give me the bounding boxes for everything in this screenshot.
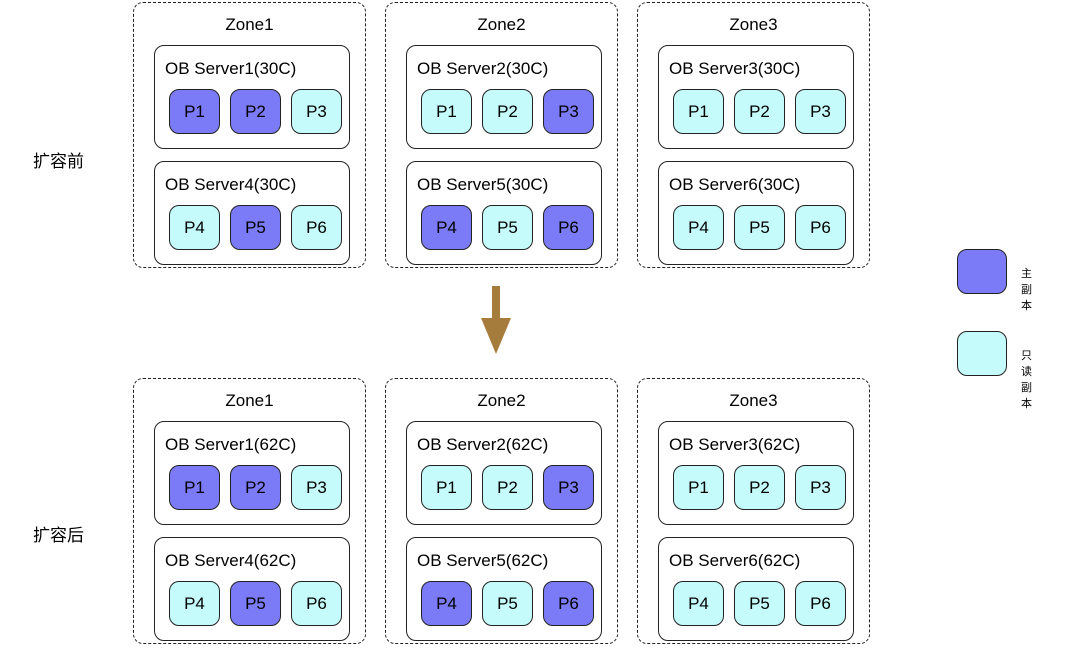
partition-follower-replica: P4 xyxy=(673,205,724,250)
partition-follower-replica: P2 xyxy=(734,465,785,510)
label-before-expansion: 扩容前 xyxy=(33,152,84,171)
server-name: OB Server1(30C) xyxy=(165,59,297,78)
partition-leader-replica: P3 xyxy=(543,89,594,134)
zone-title: Zone3 xyxy=(729,15,778,34)
server-name: OB Server4(62C) xyxy=(165,551,297,570)
server-name: OB Server5(62C) xyxy=(417,551,549,570)
partition-follower-replica: P1 xyxy=(673,89,724,134)
server-name: OB Server1(62C) xyxy=(165,435,297,454)
server-name: OB Server4(30C) xyxy=(165,175,297,194)
server-name: OB Server2(62C) xyxy=(417,435,549,454)
partition-leader-replica: P1 xyxy=(169,465,220,510)
server-name: OB Server6(30C) xyxy=(669,175,801,194)
zone-title: Zone2 xyxy=(477,15,526,34)
partition-follower-replica: P2 xyxy=(482,465,533,510)
partition-follower-replica: P5 xyxy=(734,205,785,250)
partition-follower-replica: P4 xyxy=(169,205,220,250)
partition-follower-replica: P2 xyxy=(734,89,785,134)
server-name: OB Server5(30C) xyxy=(417,175,549,194)
partition-follower-replica: P1 xyxy=(421,89,472,134)
partition-follower-replica: P5 xyxy=(734,581,785,626)
legend-label: 主副本 xyxy=(1021,268,1032,312)
server-name: OB Server3(62C) xyxy=(669,435,801,454)
legend-swatch-follower xyxy=(957,331,1007,376)
server-name: OB Server3(30C) xyxy=(669,59,801,78)
partition-follower-replica: P6 xyxy=(291,581,342,626)
server-name: OB Server2(30C) xyxy=(417,59,549,78)
legend-swatch-leader xyxy=(957,249,1007,294)
partition-follower-replica: P3 xyxy=(795,89,846,134)
partition-leader-replica: P2 xyxy=(230,89,281,134)
partition-follower-replica: P6 xyxy=(795,205,846,250)
partition-follower-replica: P3 xyxy=(291,89,342,134)
server-name: OB Server6(62C) xyxy=(669,551,801,570)
partition-leader-replica: P2 xyxy=(230,465,281,510)
zone-title: Zone3 xyxy=(729,391,778,410)
partition-follower-replica: P4 xyxy=(169,581,220,626)
partition-leader-replica: P4 xyxy=(421,205,472,250)
partition-leader-replica: P3 xyxy=(543,465,594,510)
zone-title: Zone1 xyxy=(225,391,274,410)
partition-leader-replica: P4 xyxy=(421,581,472,626)
zone-title: Zone1 xyxy=(225,15,274,34)
partition-leader-replica: P6 xyxy=(543,205,594,250)
partition-follower-replica: P5 xyxy=(482,581,533,626)
partition-follower-replica: P3 xyxy=(291,465,342,510)
partition-leader-replica: P5 xyxy=(230,581,281,626)
partition-leader-replica: P1 xyxy=(169,89,220,134)
zone-title: Zone2 xyxy=(477,391,526,410)
label-after-expansion: 扩容后 xyxy=(33,526,84,545)
partition-leader-replica: P6 xyxy=(543,581,594,626)
partition-follower-replica: P6 xyxy=(795,581,846,626)
partition-follower-replica: P3 xyxy=(795,465,846,510)
partition-follower-replica: P1 xyxy=(421,465,472,510)
legend-label: 只读副本 xyxy=(1021,350,1032,410)
down-arrow-icon xyxy=(481,286,511,354)
partition-follower-replica: P6 xyxy=(291,205,342,250)
partition-leader-replica: P5 xyxy=(230,205,281,250)
partition-follower-replica: P5 xyxy=(482,205,533,250)
partition-follower-replica: P4 xyxy=(673,581,724,626)
partition-follower-replica: P2 xyxy=(482,89,533,134)
partition-follower-replica: P1 xyxy=(673,465,724,510)
